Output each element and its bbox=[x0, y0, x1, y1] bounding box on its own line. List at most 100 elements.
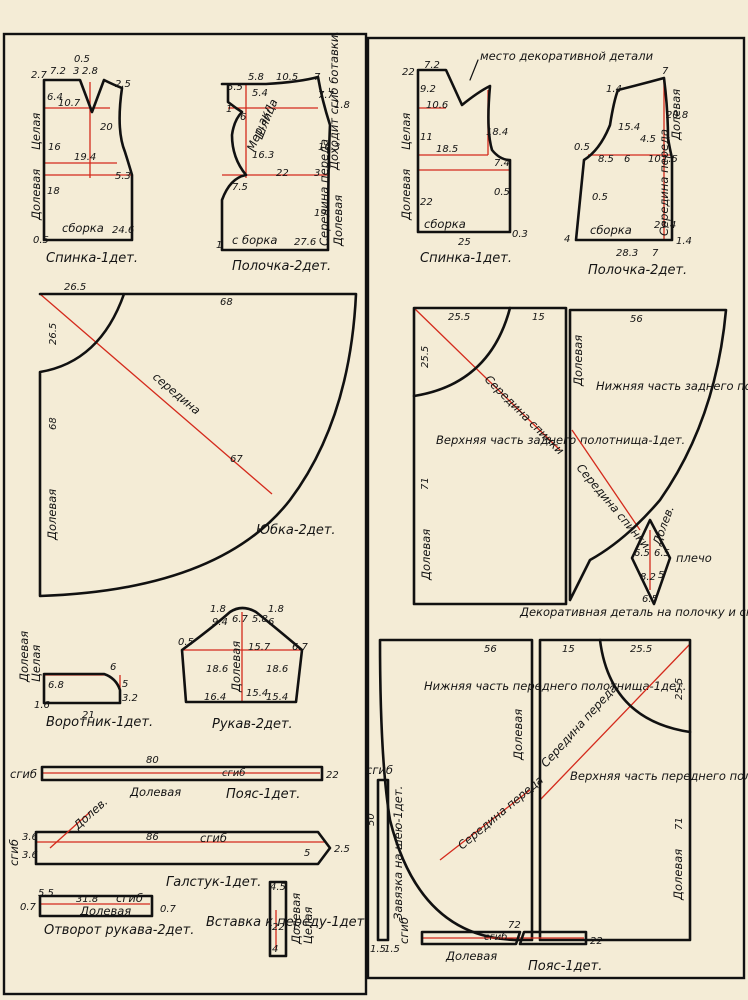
svg-text:Спинка-1дет.: Спинка-1дет. bbox=[46, 251, 138, 266]
svg-text:18.6: 18.6 bbox=[206, 664, 228, 675]
svg-text:9.2: 9.2 bbox=[420, 84, 436, 95]
svg-text:6.7: 6.7 bbox=[232, 614, 249, 625]
left-cuff: 0.7 5.5 31.8 сгиб 0.7 Долевая Отворот ру… bbox=[20, 888, 194, 938]
svg-text:68: 68 bbox=[48, 417, 59, 430]
svg-text:Целая: Целая bbox=[29, 645, 43, 682]
svg-text:Середина переда: Середина переда bbox=[657, 129, 671, 236]
svg-text:6.5: 6.5 bbox=[634, 548, 650, 559]
svg-text:15.7: 15.7 bbox=[248, 642, 271, 653]
svg-text:1.8: 1.8 bbox=[334, 100, 350, 111]
svg-text:Долевая: Долевая bbox=[511, 709, 525, 761]
svg-text:67: 67 bbox=[230, 454, 243, 465]
svg-text:72: 72 bbox=[508, 920, 521, 931]
svg-text:0.3: 0.3 bbox=[512, 229, 528, 240]
svg-text:7.4: 7.4 bbox=[494, 158, 510, 169]
svg-text:18.5: 18.5 bbox=[436, 144, 458, 155]
svg-text:Долевая: Долевая bbox=[445, 949, 497, 963]
svg-text:Воротник-1дет.: Воротник-1дет. bbox=[46, 715, 153, 730]
svg-text:1.6: 1.6 bbox=[34, 700, 50, 711]
svg-text:0.5: 0.5 bbox=[574, 142, 590, 153]
svg-text:Верхняя часть заднего полотнищ: Верхняя часть заднего полотнища-1дет. bbox=[436, 433, 685, 447]
svg-text:Долевая: Долевая bbox=[399, 169, 413, 221]
svg-text:6.7: 6.7 bbox=[292, 642, 309, 653]
svg-text:18.6: 18.6 bbox=[266, 664, 288, 675]
left-tie: 86 сгиб 3.6 3.6 5 2.5 сгиб Долев. Галсту… bbox=[7, 794, 350, 890]
svg-text:Рукав-2дет.: Рукав-2дет. bbox=[212, 717, 293, 732]
svg-text:Середина переда: Середина переда bbox=[317, 139, 331, 246]
svg-text:10.6: 10.6 bbox=[426, 100, 448, 111]
right-panel-frame bbox=[366, 36, 746, 980]
svg-text:22: 22 bbox=[590, 936, 603, 947]
svg-text:Полочка-2дет.: Полочка-2дет. bbox=[588, 263, 687, 278]
left-sleeve: 1.8 1.8 0.5 9.4 6.7 5.8 6 6.7 18.6 15.7 … bbox=[178, 604, 309, 732]
svg-text:Декоративная деталь на полочку: Декоративная деталь на полочку и спинку-… bbox=[519, 605, 748, 619]
svg-text:Долевая: Долевая bbox=[571, 335, 585, 387]
svg-text:Долевая: Долевая bbox=[289, 893, 303, 945]
right-neck-tie: 50 сгиб 1.5 1.5 Завязка на шею-1дет. bbox=[366, 763, 405, 955]
svg-text:6.5: 6.5 bbox=[642, 594, 658, 605]
svg-text:16.3: 16.3 bbox=[252, 150, 274, 161]
left-front-bodice: 5.5 5.8 5.4 10.5 7 7.7 1.8 6 16.3 16.3 2… bbox=[216, 31, 350, 274]
left-belt: 80 22 сгиб сгиб Долевая Пояс-1дет. bbox=[10, 755, 339, 802]
svg-text:4.5: 4.5 bbox=[270, 882, 286, 893]
svg-text:5.3: 5.3 bbox=[115, 171, 131, 182]
svg-text:18: 18 bbox=[47, 186, 60, 197]
svg-text:18.4: 18.4 bbox=[486, 127, 508, 138]
svg-text:Пояс-1дет.: Пояс-1дет. bbox=[226, 787, 300, 802]
svg-text:с борка: с борка bbox=[232, 233, 277, 247]
svg-text:24.6: 24.6 bbox=[112, 225, 134, 236]
left-panel-frame bbox=[2, 32, 368, 996]
svg-text:сборка: сборка bbox=[590, 223, 632, 237]
svg-text:сгиб: сгиб bbox=[200, 831, 227, 845]
svg-text:0.7: 0.7 bbox=[20, 902, 37, 913]
svg-text:Долевая: Долевая bbox=[45, 489, 59, 541]
svg-text:71: 71 bbox=[420, 477, 431, 490]
svg-text:10: 10 bbox=[648, 154, 661, 165]
svg-text:сборка: сборка bbox=[424, 217, 466, 231]
svg-text:1.5: 1.5 bbox=[370, 944, 386, 955]
left-skirt: 26.5 68 26.5 68 67 середина Долевая Юбка… bbox=[38, 282, 358, 598]
svg-text:15.4: 15.4 bbox=[266, 692, 288, 703]
svg-text:середина: середина bbox=[150, 370, 203, 418]
right-back-bodice: 22 7.2 9.2 10.6 11 18.4 18.5 7.4 0.5 22 … bbox=[399, 49, 654, 266]
svg-text:сгиб: сгиб bbox=[10, 767, 37, 781]
right-lower-front-panel: 56 Долевая Середина переда Нижняя часть … bbox=[378, 638, 686, 942]
right-belt: 72 22 сгиб сгиб Долевая Пояс-1дет. bbox=[397, 917, 603, 974]
svg-text:21: 21 bbox=[82, 710, 95, 721]
right-decorative-piece: 6.5 6.5 8.2 5 6.5 Долев. плечо Декоратив… bbox=[519, 504, 748, 619]
svg-text:0.5: 0.5 bbox=[74, 54, 90, 65]
svg-text:2.7: 2.7 bbox=[31, 70, 48, 81]
svg-text:8.5: 8.5 bbox=[598, 154, 614, 165]
svg-text:80: 80 bbox=[146, 755, 159, 766]
svg-text:Нижняя часть заднего полотнища: Нижняя часть заднего полотнища-1дет. bbox=[596, 379, 748, 393]
svg-text:25.5: 25.5 bbox=[630, 644, 652, 655]
svg-text:26.5: 26.5 bbox=[48, 323, 59, 345]
left-collar: 6.8 6 5 3.2 1.6 21 Долевая Целая Воротни… bbox=[17, 631, 153, 730]
svg-text:6.4: 6.4 bbox=[47, 92, 63, 103]
svg-text:10.5: 10.5 bbox=[276, 72, 298, 83]
svg-text:Доходит сгиб ботавки.: Доходит сгиб ботавки. bbox=[327, 31, 341, 171]
svg-text:Целая: Целая bbox=[301, 907, 315, 944]
svg-text:16.3: 16.3 bbox=[318, 142, 340, 153]
svg-text:1.8: 1.8 bbox=[268, 604, 284, 615]
right-upper-back-panel: 25.5 15 25.5 71 Середина спинки Долевая … bbox=[412, 306, 685, 606]
svg-text:15.4: 15.4 bbox=[246, 688, 268, 699]
svg-text:сгиб: сгиб bbox=[484, 931, 507, 943]
svg-text:7.2: 7.2 bbox=[50, 66, 66, 77]
svg-text:сгиб: сгиб bbox=[7, 839, 21, 866]
svg-text:7: 7 bbox=[314, 72, 321, 83]
svg-text:10.7: 10.7 bbox=[58, 98, 81, 109]
svg-text:сгиб: сгиб bbox=[366, 763, 393, 777]
svg-text:Целая: Целая bbox=[29, 113, 43, 150]
svg-text:7.2: 7.2 bbox=[424, 60, 440, 71]
svg-text:Долевая: Долевая bbox=[229, 641, 243, 693]
svg-text:15: 15 bbox=[532, 312, 545, 323]
svg-text:11: 11 bbox=[420, 132, 433, 143]
svg-text:86: 86 bbox=[146, 832, 159, 843]
svg-text:16.4: 16.4 bbox=[204, 692, 226, 703]
svg-text:25.5: 25.5 bbox=[674, 678, 685, 700]
svg-text:Долевая: Долевая bbox=[671, 849, 685, 901]
svg-text:3: 3 bbox=[314, 168, 320, 179]
svg-text:8.2: 8.2 bbox=[640, 572, 656, 583]
